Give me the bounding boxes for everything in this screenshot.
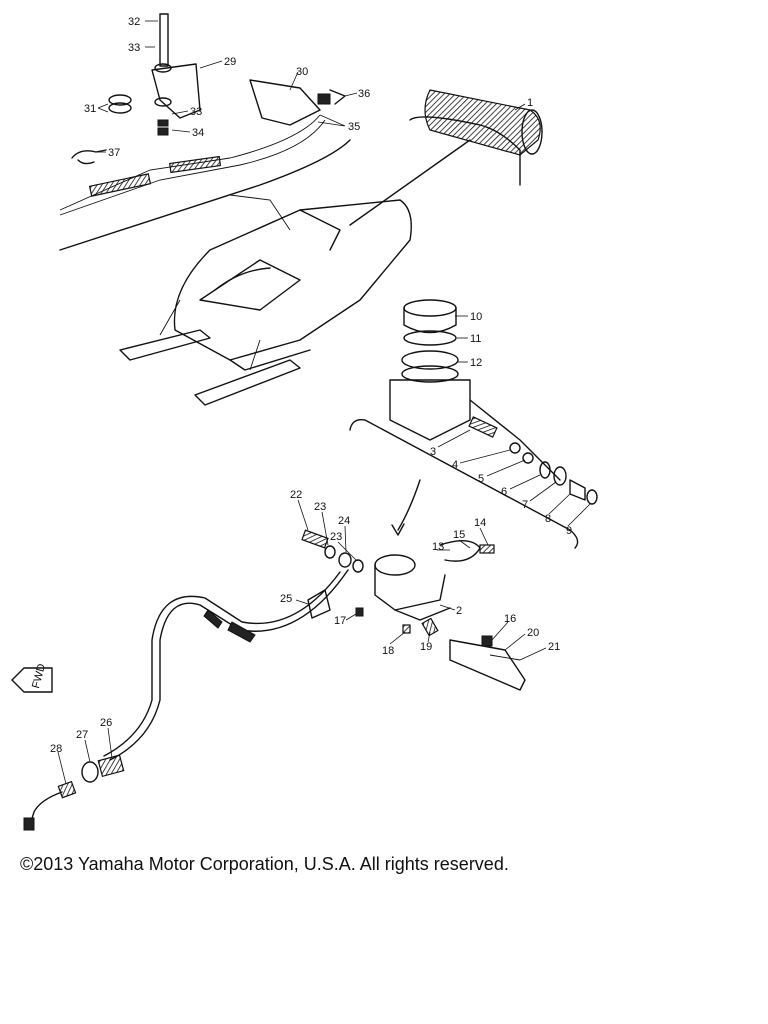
master-cylinder-upper [349, 299, 598, 549]
callout-8: 8 [545, 513, 551, 525]
bolt-32 [159, 13, 169, 67]
master-cylinder-assembly [23, 529, 526, 831]
callout-1: 1 [527, 97, 533, 109]
ski-left [119, 329, 211, 361]
callout-25: 25 [280, 593, 292, 605]
callout-35: 35 [348, 121, 360, 133]
callout-2: 2 [456, 605, 462, 617]
callout-29: 29 [224, 56, 236, 68]
callout-11: 11 [470, 333, 481, 345]
fwd-label: FWD [30, 662, 48, 689]
bracket-29 [151, 63, 201, 119]
callout-23b: 23 [330, 531, 342, 543]
copyright-notice: ©2013 Yamaha Motor Corporation, U.S.A. A… [20, 854, 509, 874]
callout-33b: 33 [190, 106, 202, 118]
callout-3: 3 [430, 446, 436, 458]
fwd-indicator: FWD [11, 662, 53, 693]
callout-numbers: 32 33 29 31 33 34 30 36 35 37 1 10 11 12… [50, 16, 572, 755]
callout-15: 15 [453, 529, 465, 541]
callout-5: 5 [478, 473, 484, 485]
ski-right [194, 359, 301, 406]
callout-26: 26 [100, 717, 112, 729]
brake-lever-21 [449, 639, 526, 691]
callout-27: 27 [76, 729, 88, 741]
callout-10: 10 [470, 311, 482, 323]
throttle-bracket-group [59, 13, 351, 251]
callout-19: 19 [420, 641, 432, 653]
callout-34: 34 [192, 127, 204, 139]
callout-36: 36 [358, 88, 370, 100]
callout-22: 22 [290, 489, 302, 501]
callout-12: 12 [470, 357, 482, 369]
callout-17: 17 [334, 615, 346, 627]
callout-33: 33 [128, 42, 140, 54]
callout-37: 37 [108, 147, 120, 159]
leader-lines [57, 20, 591, 785]
callout-28: 28 [50, 743, 62, 755]
callout-9: 9 [566, 525, 572, 537]
callout-21: 21 [548, 641, 560, 653]
callout-6: 6 [501, 486, 507, 498]
callout-20: 20 [527, 627, 539, 639]
callout-23: 23 [314, 501, 326, 513]
snowmobile-body [119, 194, 412, 406]
callout-31: 31 [84, 103, 96, 115]
callout-13: 13 [432, 541, 444, 553]
handle-grip-1 [349, 89, 543, 226]
callout-14: 14 [474, 517, 486, 529]
callout-32: 32 [128, 16, 140, 28]
callout-7: 7 [522, 499, 528, 511]
callout-18: 18 [382, 645, 394, 657]
throttle-lever-30 [249, 79, 321, 126]
callout-24: 24 [338, 515, 350, 527]
callout-30: 30 [296, 66, 308, 78]
parts-diagram: FWD [11, 13, 598, 831]
callout-16: 16 [504, 613, 516, 625]
callout-4: 4 [452, 459, 458, 471]
